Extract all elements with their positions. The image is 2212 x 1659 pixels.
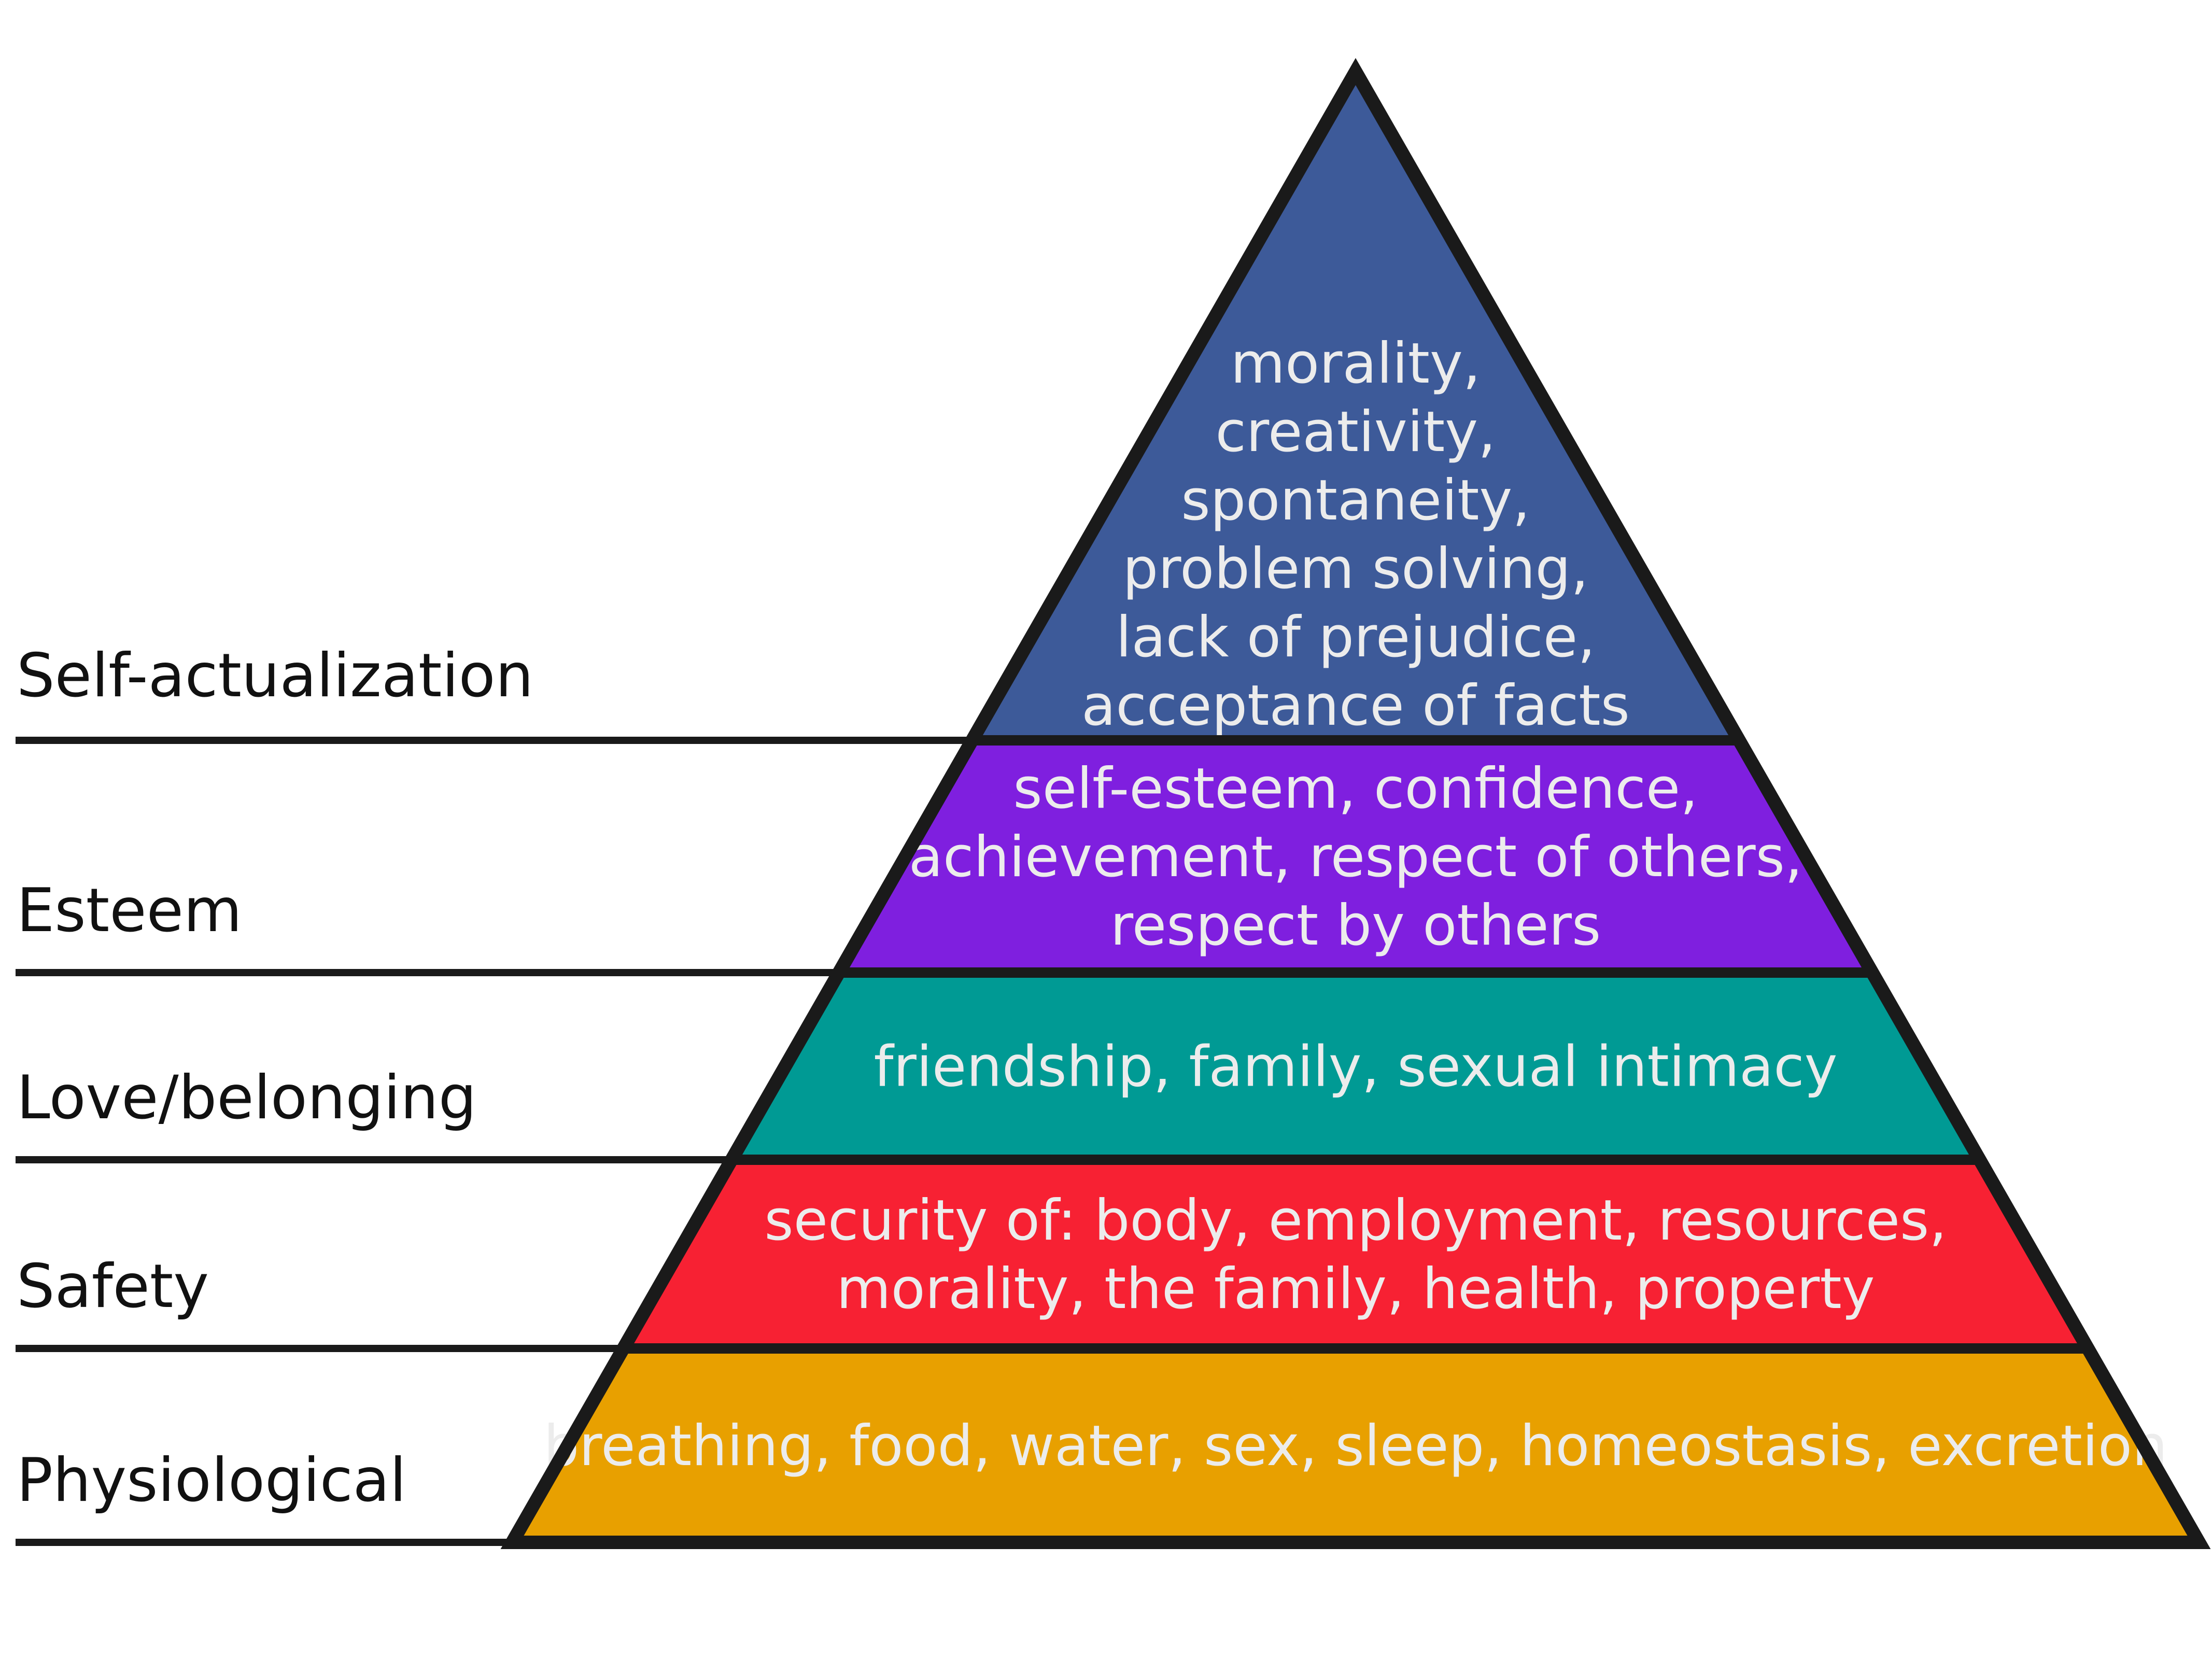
tier-1-line: spontaneity, (1181, 468, 1530, 533)
pyramid-tiers: morality,creativity,spontaneity,problem … (512, 72, 2199, 1542)
level-label: Physiological (17, 1445, 406, 1515)
tier-4-line: morality, the family, health, property (836, 1257, 1875, 1321)
tier-1-band (972, 72, 1739, 740)
pyramid-border (500, 58, 2211, 1549)
tier-3-band (731, 973, 1980, 1160)
tier-2-line: achievement, respect of others, (909, 825, 1802, 890)
tier-5-band (512, 1348, 2199, 1542)
tier-2-line: self-esteem, confidence, (1013, 756, 1698, 821)
level-label: Self-actualization (17, 641, 533, 711)
level-label: Love/belonging (17, 1063, 476, 1133)
tier-4-description: security of: body, employment, resources… (764, 1188, 1947, 1321)
tier-2-line: respect by others (1110, 893, 1601, 958)
tier-4-band (623, 1160, 2088, 1348)
tier-2-description: self-esteem, confidence,achievement, res… (909, 756, 1802, 958)
tier-5-description: breathing, food, water, sex, sleep, home… (544, 1414, 2168, 1479)
level-label: Esteem (17, 876, 242, 946)
level-labels: Self-actualizationEsteemLove/belongingSa… (16, 641, 973, 1546)
tier-1-description: morality,creativity,spontaneity,problem … (1081, 331, 1630, 738)
tier-1-line: lack of prejudice, (1116, 605, 1595, 670)
tier-1-line: morality, (1231, 331, 1481, 396)
tier-2-band (839, 740, 1872, 973)
tier-3-description: friendship, family, sexual intimacy (874, 1035, 1838, 1100)
tier-5-line: breathing, food, water, sex, sleep, home… (544, 1414, 2168, 1479)
tier-1-line: acceptance of facts (1081, 673, 1630, 738)
pyramid-outline (500, 58, 2211, 1549)
level-label: Safety (17, 1252, 209, 1321)
tier-4-line: security of: body, employment, resources… (764, 1188, 1947, 1253)
tier-3-line: friendship, family, sexual intimacy (874, 1035, 1838, 1100)
tier-1-line: problem solving, (1123, 537, 1589, 601)
tier-1-line: creativity, (1216, 400, 1496, 465)
